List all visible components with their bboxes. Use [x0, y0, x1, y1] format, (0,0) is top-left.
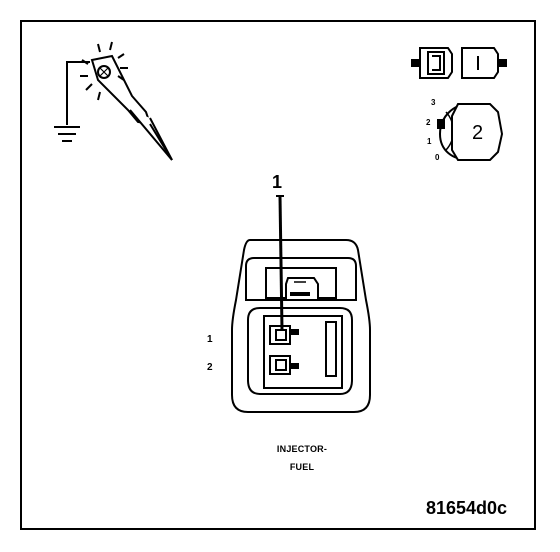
callout-label: 1: [272, 172, 283, 192]
diagram-frame: [20, 20, 536, 530]
terminal-1: [269, 325, 299, 345]
terminal-2: [269, 355, 299, 375]
ignition-position-2: 2: [426, 118, 431, 127]
ignition-position-1: 1: [427, 137, 432, 146]
connector-name-line1: INJECTOR-: [276, 444, 328, 454]
ignition-position-0: 0: [435, 153, 440, 162]
pin-label-2: 2: [207, 362, 213, 373]
pin-label-1: 1: [207, 334, 213, 345]
connector-name-line2: FUEL: [289, 462, 315, 472]
figure-id: 81654d0c: [426, 498, 508, 518]
ignition-key-number: 2: [472, 122, 484, 144]
ground-icon: [54, 126, 80, 142]
callout-leader: [276, 195, 284, 331]
test-light-probe-icon: [54, 41, 173, 161]
injector-connector: [231, 239, 371, 413]
connector-disconnected-icon: [411, 47, 507, 79]
ignition-switch-icon: [437, 103, 504, 161]
ignition-position-3: 3: [431, 98, 436, 107]
